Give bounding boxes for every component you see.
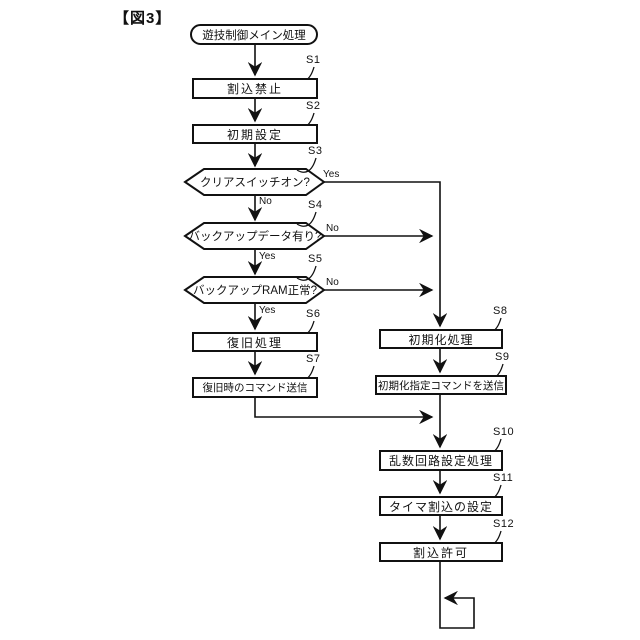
decision-hexagon-s3 xyxy=(183,168,326,196)
connector xyxy=(254,398,434,425)
decision-hexagon-s5 xyxy=(183,276,326,304)
node-s12-process: 割込許可 xyxy=(379,542,503,562)
step-label-s2: S2 xyxy=(306,100,321,112)
node-s7-process: 復旧時のコマンド送信 xyxy=(192,377,318,398)
node-s4-decision: バックアップデータ有り? xyxy=(188,231,322,243)
leader-line xyxy=(296,265,317,281)
node-s11-process: タイマ割込の設定 xyxy=(379,496,503,516)
step-label-s12: S12 xyxy=(493,518,515,530)
step-label-s10: S10 xyxy=(493,426,515,438)
step-label-s8: S8 xyxy=(493,305,508,317)
node-s1-process: 割込禁止 xyxy=(192,78,318,99)
figure-title: 【図3】 xyxy=(114,10,172,27)
step-label-s1: S1 xyxy=(306,54,321,66)
decision-hexagon-s4 xyxy=(183,222,326,250)
step-label-leaders xyxy=(294,66,504,546)
leader-line xyxy=(296,157,317,173)
flow-connectors xyxy=(247,45,475,629)
node-s10-process: 乱数回路設定処理 xyxy=(379,450,503,471)
branch-label-s4-yes: Yes xyxy=(259,251,276,262)
step-label-s3: S3 xyxy=(308,145,323,157)
step-label-s9: S9 xyxy=(495,351,510,363)
branch-label-s3-yes: Yes xyxy=(323,169,340,180)
branch-label-s3-no: No xyxy=(259,196,272,207)
step-label-s4: S4 xyxy=(308,199,323,211)
branch-label-s4-no: No xyxy=(326,223,339,234)
leader-line xyxy=(296,211,317,227)
node-s6-process: 復旧処理 xyxy=(192,332,318,352)
node-s9-process: 初期化指定コマンドを送信 xyxy=(375,375,507,395)
step-label-s11: S11 xyxy=(493,472,514,484)
decision-shapes xyxy=(183,168,326,304)
node-s3-decision: クリアスイッチオン? xyxy=(200,177,310,189)
node-s8-process: 初期化処理 xyxy=(379,329,503,349)
branch-label-s5-no: No xyxy=(326,277,339,288)
connector xyxy=(324,181,448,328)
branch-label-s5-yes: Yes xyxy=(259,305,276,316)
connector-loop xyxy=(439,562,475,629)
step-label-s7: S7 xyxy=(306,353,321,365)
node-start-terminal: 遊技制御メイン処理 xyxy=(190,24,318,45)
step-label-s6: S6 xyxy=(306,308,321,320)
step-label-s5: S5 xyxy=(308,253,323,265)
node-s2-process: 初期設定 xyxy=(192,124,318,144)
node-s5-decision: バックアップRAM正常? xyxy=(193,285,317,297)
